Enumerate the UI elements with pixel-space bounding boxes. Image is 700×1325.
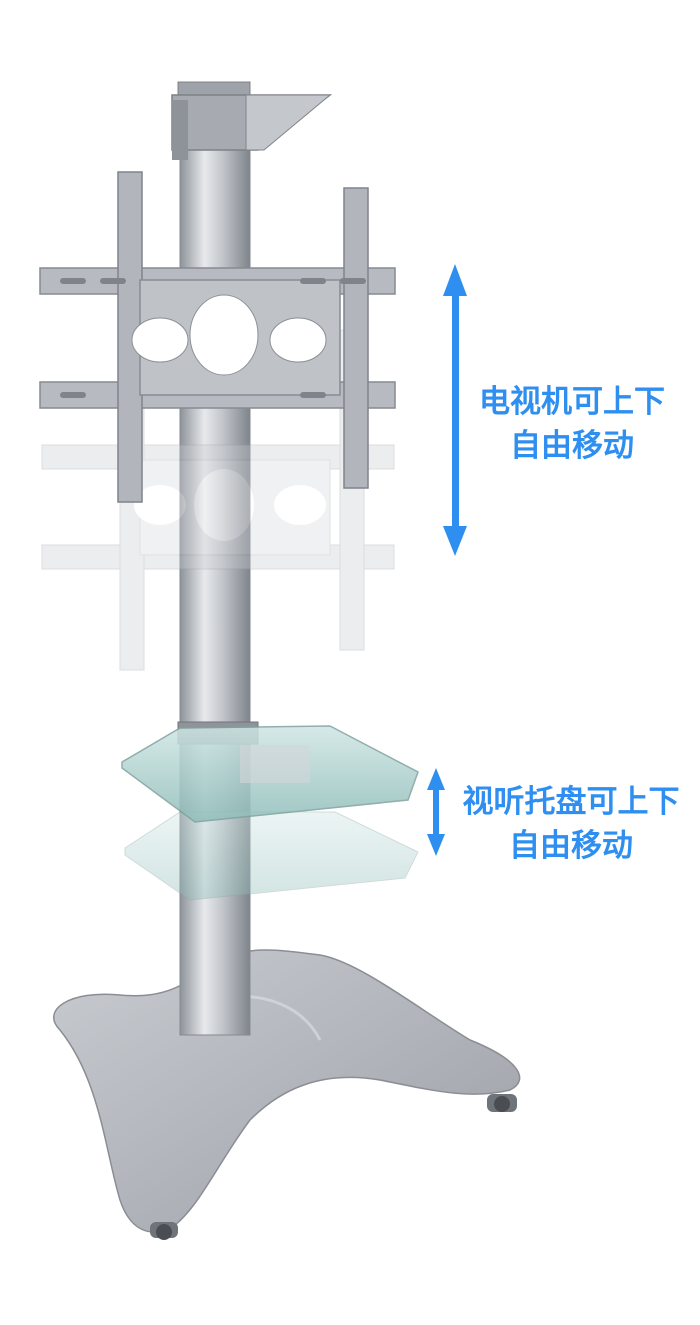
caster-wheel-front — [150, 1222, 178, 1240]
tv-mount-callout-line1: 电视机可上下 — [479, 384, 665, 420]
caster-wheel-right — [487, 1094, 517, 1112]
av-shelf-ghost — [124, 811, 419, 901]
stand-base — [53, 949, 521, 1233]
shelf-adjust-arrow-icon — [427, 768, 445, 856]
av-shelf-callout-line2: 自由移动 — [509, 828, 633, 864]
tv-adjust-arrow-icon — [443, 264, 467, 556]
av-shelf-callout: 视听托盘可上下 自由移动 — [446, 780, 696, 868]
tv-mount-callout: 电视机可上下 自由移动 — [462, 380, 682, 468]
av-glass-shelf — [121, 721, 419, 823]
av-shelf-callout-line1: 视听托盘可上下 — [462, 784, 680, 820]
top-camera-shelf — [171, 81, 333, 160]
tv-mount-bracket — [39, 171, 396, 503]
tv-mount-callout-line2: 自由移动 — [510, 428, 634, 464]
